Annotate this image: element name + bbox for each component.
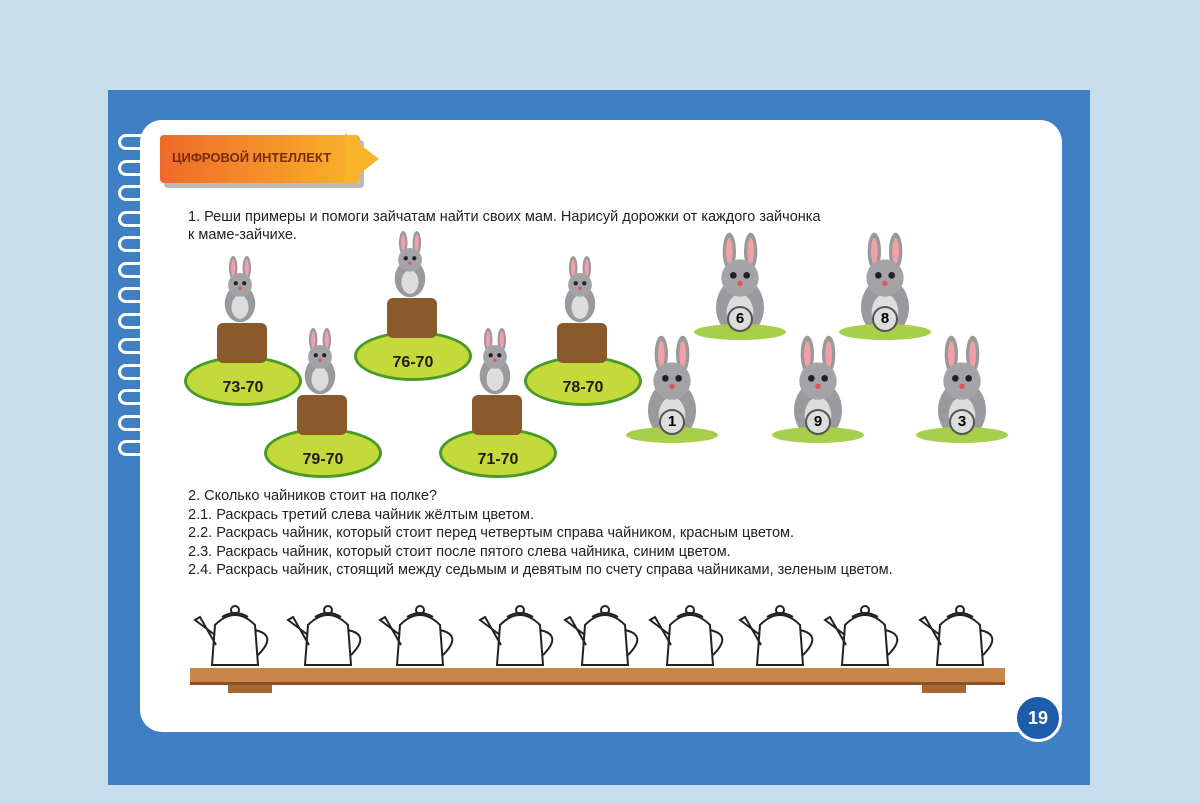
shelf [190, 668, 1005, 685]
baby-bunny [469, 328, 521, 401]
mother-number: 1 [659, 409, 685, 435]
task2-line: 2.1. Раскрась третий слева чайник жёлтым… [188, 506, 535, 523]
stump-example: 78-70 [524, 323, 642, 406]
stump-icon [557, 323, 607, 363]
section-banner: ЦИФРОВОЙ ИНТЕЛЛЕКТ [160, 135, 360, 183]
spiral-ring [118, 185, 155, 201]
spiral-ring [118, 210, 155, 227]
spiral-ring [118, 159, 155, 176]
spiral-ring [118, 414, 155, 431]
mother-bunny: 1 [626, 335, 718, 448]
arrow-chevron-icon [345, 133, 379, 185]
mother-number: 3 [949, 409, 975, 435]
shelf-bracket [922, 685, 966, 693]
teapot-outline [475, 595, 565, 673]
stump-example: 76-70 [354, 298, 472, 381]
page-number: 19 [1014, 694, 1062, 742]
mother-number: 6 [727, 306, 753, 332]
mother-number: 9 [805, 409, 831, 435]
example-label: 79-70 [302, 451, 344, 468]
baby-bunny [554, 256, 606, 329]
spiral-ring [118, 338, 155, 354]
mother-bunny: 3 [916, 335, 1008, 448]
baby-bunny [384, 231, 436, 304]
teapot-outline [645, 595, 735, 673]
teapot-outline [820, 595, 910, 673]
task2-line: 2. Сколько чайников стоит на полке? [188, 488, 437, 504]
example-label: 73-70 [222, 379, 264, 396]
spiral-ring [118, 389, 155, 405]
stump-icon [297, 395, 347, 435]
teapot-outline [190, 595, 280, 673]
spiral-ring [118, 134, 155, 150]
mother-number: 8 [872, 306, 898, 332]
teapot-outline [375, 595, 465, 673]
stump-icon [472, 395, 522, 435]
shelf-bracket [228, 685, 272, 693]
example-label: 71-70 [477, 451, 519, 468]
mother-bunny: 9 [772, 335, 864, 448]
spiral-ring [118, 261, 155, 278]
spiral-ring [118, 312, 155, 329]
baby-bunny [214, 256, 266, 329]
spiral-ring [118, 363, 155, 380]
teapot-outline [735, 595, 825, 673]
mother-bunny: 6 [694, 232, 786, 345]
task2-line: 2.4. Раскрась чайник, стоящий между седь… [188, 562, 893, 578]
task1-line: 1. Реши примеры и помоги зайчатам найти … [188, 209, 821, 225]
spiral-ring [118, 287, 155, 303]
spiral-ring [118, 236, 155, 252]
task2-line: 2.2. Раскрась чайник, который стоит пере… [188, 525, 795, 541]
section-title: ЦИФРОВОЙ ИНТЕЛЛЕКТ [172, 150, 332, 165]
example-label: 78-70 [562, 379, 604, 396]
stump-example: 79-70 [264, 395, 382, 478]
teapot-outline [560, 595, 650, 673]
stump-example: 71-70 [439, 395, 557, 478]
task2-line: 2.3. Раскрась чайник, который стоит посл… [188, 543, 731, 560]
task1-line: к маме-зайчихе. [188, 227, 297, 243]
teapot-outline [915, 595, 1005, 673]
spiral-ring [118, 440, 155, 456]
task1-text: 1. Реши примеры и помоги зайчатам найти … [188, 208, 821, 244]
teapot-outline [283, 595, 373, 673]
stump-icon [387, 298, 437, 338]
stump-example: 73-70 [184, 323, 302, 406]
mother-bunny: 8 [839, 232, 931, 345]
baby-bunny [294, 328, 346, 401]
task2-text: 2. Сколько чайников стоит на полке? 2.1.… [188, 487, 893, 580]
example-label: 76-70 [392, 354, 434, 371]
stump-icon [217, 323, 267, 363]
